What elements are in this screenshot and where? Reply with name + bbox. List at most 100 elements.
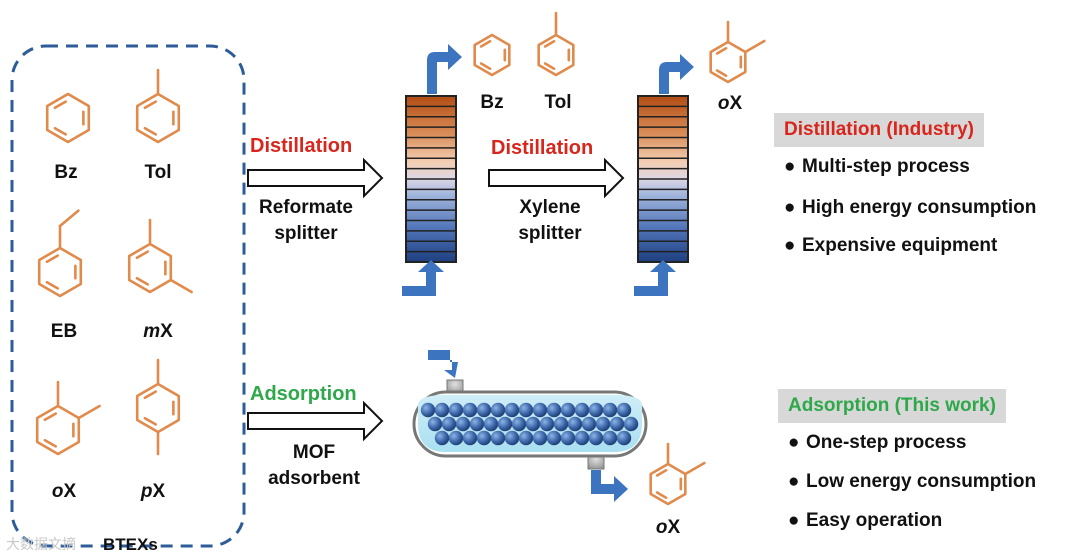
adsorbent-bead	[504, 402, 520, 418]
step2-line2: splitter	[518, 223, 582, 244]
label-tol: Tol	[144, 162, 172, 183]
reformate-splitter-column	[405, 95, 457, 263]
adsorbent-bead	[469, 416, 485, 432]
adsorbent-bead	[574, 430, 590, 446]
bullet-text: High energy consumption	[802, 197, 1037, 218]
adsorbent-bead	[434, 402, 450, 418]
m-xylene-structure	[127, 218, 193, 294]
step1-line2: splitter	[274, 223, 338, 244]
adsorber-inlet-arrow	[428, 350, 458, 378]
label-px-prefix: p	[140, 481, 153, 502]
adsorbent-bead	[532, 430, 548, 446]
adsorbent-bead	[609, 416, 625, 432]
watermark: 大数据文摘	[6, 536, 76, 552]
bullet-dot: ●	[788, 432, 800, 453]
bullet-text: Multi-step process	[802, 156, 970, 177]
label-px: pX	[113, 482, 193, 501]
label-mx-prefix: m	[143, 321, 161, 342]
product-ox-label-top: oX	[690, 94, 770, 113]
step2-line1: Xylene	[519, 197, 581, 218]
adsorbent-bead	[588, 430, 604, 446]
column1-bottom-inlet-arrow	[402, 260, 444, 296]
adsorbent-bead	[420, 402, 436, 418]
adsorbent-bead	[581, 416, 597, 432]
adsorbent-bead	[462, 402, 478, 418]
adsorbent-bead	[448, 430, 464, 446]
p-xylene-structure	[135, 358, 181, 456]
adsorbent-bead	[441, 416, 457, 432]
adsorbent-bead	[476, 430, 492, 446]
product-ox-top-prefix: o	[717, 93, 730, 114]
adsorbent-bead	[567, 416, 583, 432]
industry-bullet-3: ●Expensive equipment	[784, 235, 997, 257]
adsorbent-bead	[427, 416, 443, 432]
this-work-bullet-3: ● Easy operation	[788, 510, 942, 532]
this-work-heading: Adsorption (This work)	[778, 389, 1006, 423]
adsorbent-bead	[602, 430, 618, 446]
adsorbent-bead	[518, 430, 534, 446]
btex-group-label: BTEXs	[103, 535, 158, 554]
xylene-splitter-column	[637, 95, 689, 263]
product-o-xylene-structure-top	[709, 20, 766, 84]
bullet-text: Low energy consumption	[806, 471, 1037, 492]
label-ox-suffix: X	[63, 481, 77, 502]
column2-bottom-inlet-arrow	[634, 260, 676, 296]
adsorbent-bead	[574, 402, 590, 418]
ethylbenzene-structure	[37, 209, 83, 298]
label-ox: oX	[24, 482, 104, 501]
adsorption-title: Adsorption	[250, 383, 357, 405]
adsorbent-bead	[560, 402, 576, 418]
adsorbent-bead	[623, 416, 639, 432]
bullet-text: Easy operation	[806, 510, 943, 531]
benzene-structure	[45, 92, 91, 144]
product-bz-label: Bz	[480, 92, 504, 113]
step2-title: Distillation	[491, 137, 594, 159]
this-work-bullet-1: ● One-step process	[788, 432, 967, 454]
flow-arrows	[402, 44, 694, 502]
bullet-dot: ●	[788, 471, 800, 492]
mof-adsorber-vessel	[412, 379, 648, 470]
label-eb: EB	[50, 321, 78, 342]
process-arrow-2	[488, 157, 625, 199]
industry-bullet-1: ● Multi-step process	[784, 156, 970, 178]
adsorbent-bead	[602, 402, 618, 418]
product-ox-bottom-prefix: o	[655, 517, 668, 538]
product-ox-top-suffix: X	[729, 93, 743, 114]
adsorbent-bead	[553, 416, 569, 432]
adsorbent-bead	[504, 430, 520, 446]
adsorbent-bead	[511, 416, 527, 432]
o-xylene-structure	[35, 380, 101, 456]
adsorbent-bead	[483, 416, 499, 432]
adsorbent-bead	[616, 430, 632, 446]
product-tol-label: Tol	[544, 92, 572, 113]
bullet-dot: ●	[784, 235, 796, 256]
product-benzene-structure	[473, 33, 511, 77]
label-bz: Bz	[54, 162, 78, 183]
product-ox-label-bottom: oX	[628, 518, 708, 537]
adsorbent-bead	[525, 416, 541, 432]
industry-bullet-2: ● High energy consumption	[784, 197, 1036, 219]
molecule-structures	[35, 11, 766, 506]
step1-title: Distillation	[250, 135, 353, 157]
industry-heading: Distillation (Industry)	[774, 113, 984, 147]
label-mx-suffix: X	[160, 321, 173, 342]
adsorbent-bead	[546, 430, 562, 446]
adsorbent-bead	[616, 402, 632, 418]
bullet-dot: ●	[784, 156, 796, 177]
bullet-dot: ●	[784, 197, 796, 218]
adsorbent-bead	[588, 402, 604, 418]
adsorbent-bead	[476, 402, 492, 418]
adsorbent-bead	[497, 416, 513, 432]
label-px-suffix: X	[152, 481, 166, 502]
product-toluene-structure	[537, 11, 575, 77]
this-work-bullet-2: ● Low energy consumption	[788, 471, 1036, 493]
adsorbent-bead	[490, 430, 506, 446]
bullet-dot: ●	[788, 510, 800, 531]
label-ox-prefix: o	[51, 481, 64, 502]
bullet-text: One-step process	[806, 432, 967, 453]
product-ox-bottom-suffix: X	[667, 517, 681, 538]
adsorbent-bead	[595, 416, 611, 432]
adsorbent-bead	[539, 416, 555, 432]
